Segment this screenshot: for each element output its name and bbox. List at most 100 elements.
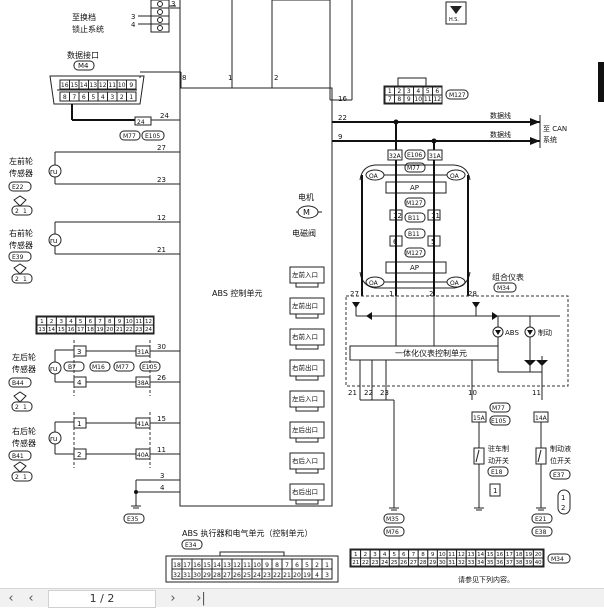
m34-top-pin-2: 2 bbox=[364, 552, 368, 558]
svg-text:2: 2 bbox=[561, 504, 565, 512]
e34-bottom-pin-28: 28 bbox=[213, 572, 221, 579]
e34-bottom-pin-23: 23 bbox=[263, 572, 271, 579]
svg-text:E35: E35 bbox=[127, 516, 139, 523]
m127-bottom-pin-11: 11 bbox=[424, 96, 432, 103]
m34-bottom-pin-32: 32 bbox=[458, 560, 465, 566]
b-bottom-pin-23: 23 bbox=[135, 327, 142, 333]
svg-text:12: 12 bbox=[393, 212, 402, 220]
b-bottom-pin-14: 14 bbox=[48, 327, 55, 333]
scroll-indicator[interactable] bbox=[598, 62, 604, 102]
svg-text:右前轮: 右前轮 bbox=[9, 228, 33, 238]
m4-top-pin-11: 11 bbox=[108, 82, 116, 89]
svg-text:2: 2 bbox=[274, 74, 278, 82]
svg-text:动开关: 动开关 bbox=[488, 456, 509, 465]
m34-bottom-pin-23: 23 bbox=[372, 560, 379, 566]
e34-top-pin-12: 12 bbox=[233, 562, 241, 569]
svg-text:22: 22 bbox=[364, 389, 373, 397]
e34-top-pin-10: 10 bbox=[253, 562, 261, 569]
b-top-pin-7: 7 bbox=[98, 319, 102, 325]
svg-text:E22: E22 bbox=[12, 184, 24, 191]
m127-top-pin-3: 3 bbox=[407, 88, 411, 95]
refer-note: 请参见下列内容。 bbox=[458, 575, 514, 584]
m34-top-pin-13: 13 bbox=[468, 552, 475, 558]
svg-text:M77: M77 bbox=[116, 364, 129, 371]
svg-text:位开关: 位开关 bbox=[550, 456, 571, 465]
m127-top-pin-2: 2 bbox=[397, 88, 401, 95]
m127-top-pin-4: 4 bbox=[416, 88, 420, 95]
svg-text:M77: M77 bbox=[492, 405, 505, 412]
svg-text:32A: 32A bbox=[389, 153, 402, 160]
to-shift-lock-2: 锁止系统 bbox=[72, 24, 104, 34]
svg-text:OA: OA bbox=[450, 280, 460, 287]
e34-bottom-pin-26: 26 bbox=[233, 572, 241, 579]
combo-meter-label: 组合仪表 bbox=[492, 272, 524, 282]
shift-pin-3: 3 bbox=[131, 13, 135, 21]
svg-text:15A: 15A bbox=[473, 415, 486, 422]
svg-text:右后轮: 右后轮 bbox=[12, 426, 36, 436]
svg-text:E39: E39 bbox=[12, 254, 24, 261]
svg-text:28: 28 bbox=[468, 290, 477, 298]
m127-bottom-pin-10: 10 bbox=[414, 96, 422, 103]
page-indicator[interactable]: 1 / 2 bbox=[48, 590, 156, 608]
m4-top-pin-15: 15 bbox=[70, 82, 78, 89]
svg-text:传感器: 传感器 bbox=[12, 364, 36, 374]
m34-top-pin-18: 18 bbox=[516, 552, 523, 558]
m34-top-pin-1: 1 bbox=[354, 552, 358, 558]
svg-text:1: 1 bbox=[23, 404, 27, 411]
svg-text:40A: 40A bbox=[137, 452, 150, 459]
svg-text:2: 2 bbox=[15, 208, 19, 215]
abs-lamp: ABS bbox=[505, 329, 519, 337]
solenoid-valve-label-6: 左后出口 bbox=[292, 425, 318, 434]
solenoid-valve-7 bbox=[289, 452, 325, 470]
m34-top-pin-16: 16 bbox=[496, 552, 503, 558]
m127-bottom-pin-8: 8 bbox=[397, 96, 401, 103]
svg-text:制动液: 制动液 bbox=[550, 444, 571, 453]
svg-text:ru: ru bbox=[50, 237, 57, 245]
collapse-icon[interactable]: ‹ bbox=[8, 590, 14, 606]
shift-pin-4: 4 bbox=[131, 21, 136, 29]
b-top-pin-8: 8 bbox=[108, 319, 112, 325]
svg-text:4: 4 bbox=[77, 379, 82, 387]
m34-bottom-pin-31: 31 bbox=[448, 560, 455, 566]
svg-text:26: 26 bbox=[157, 374, 166, 382]
svg-text:ru: ru bbox=[50, 168, 57, 176]
svg-text:38A: 38A bbox=[137, 380, 150, 387]
m34-top-pin-9: 9 bbox=[431, 552, 435, 558]
e34-bottom-pin-20: 20 bbox=[293, 572, 301, 579]
e34-bottom-pin-4: 4 bbox=[315, 572, 319, 579]
b-top-pin-1: 1 bbox=[40, 319, 44, 325]
m34-bottom-pin-38: 38 bbox=[516, 560, 523, 566]
m4-top-pin-14: 14 bbox=[80, 82, 88, 89]
svg-text:传感器: 传感器 bbox=[9, 240, 33, 250]
meter-unit-label: 一体化仪表控制单元 bbox=[395, 348, 467, 358]
solenoid-label: 电磁阀 bbox=[292, 228, 316, 238]
m34-bottom-pin-21: 21 bbox=[352, 560, 359, 566]
svg-text:M35: M35 bbox=[386, 516, 399, 523]
svg-text:1: 1 bbox=[493, 487, 497, 495]
e34-bottom-pin-31: 31 bbox=[183, 572, 191, 579]
m34-top-pin-3: 3 bbox=[373, 552, 377, 558]
b-bottom-pin-16: 16 bbox=[67, 327, 74, 333]
m127-top-pin-5: 5 bbox=[426, 88, 430, 95]
solenoid-valve-3 bbox=[289, 328, 325, 346]
m34-top-pin-4: 4 bbox=[383, 552, 387, 558]
b-bottom-pin-24: 24 bbox=[145, 327, 152, 333]
m34-bottom-pin-27: 27 bbox=[410, 560, 417, 566]
svg-text:24: 24 bbox=[137, 119, 145, 126]
b-bottom-pin-17: 17 bbox=[77, 327, 84, 333]
m34-top-pin-10: 10 bbox=[439, 552, 446, 558]
e34-top-pin-6: 6 bbox=[295, 562, 299, 569]
svg-text:OA: OA bbox=[369, 173, 379, 180]
b-top-pin-4: 4 bbox=[69, 319, 73, 325]
last-page-button[interactable]: ›| bbox=[196, 590, 206, 606]
svg-text:3: 3 bbox=[160, 472, 164, 480]
b-bottom-pin-13: 13 bbox=[38, 327, 45, 333]
prev-page-button[interactable]: ‹ bbox=[28, 590, 34, 606]
m4-top-pin-16: 16 bbox=[61, 82, 69, 89]
solenoid-valve-label-2: 左前出口 bbox=[292, 301, 318, 310]
svg-text:1: 1 bbox=[389, 290, 393, 298]
m4-bottom-pin-8: 8 bbox=[63, 94, 67, 101]
svg-text:AP: AP bbox=[410, 184, 419, 192]
next-page-button[interactable]: › bbox=[170, 590, 176, 606]
